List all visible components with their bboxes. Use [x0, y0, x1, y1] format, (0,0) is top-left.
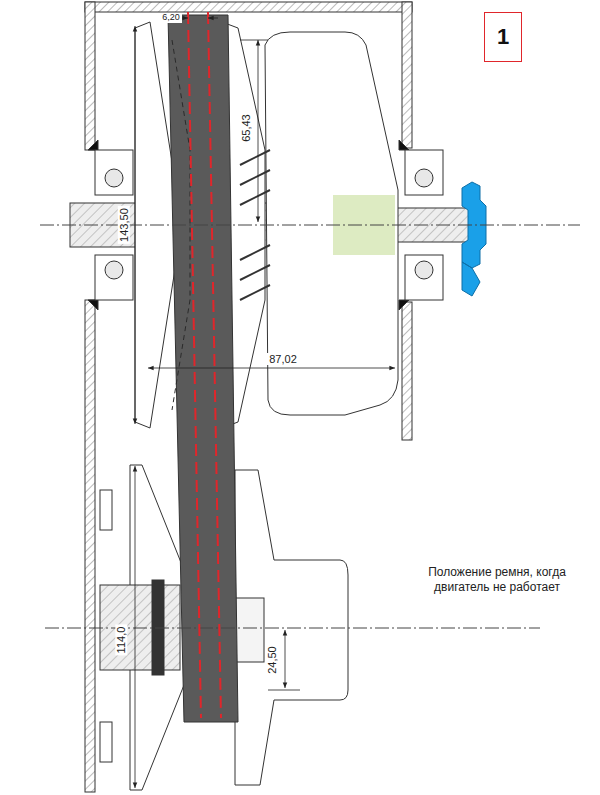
- dimension-value: 87,02: [267, 353, 299, 365]
- drawing-part: [333, 195, 395, 255]
- center-lines: [40, 225, 580, 628]
- drawing-part: [399, 300, 409, 310]
- drawing-part: [415, 261, 433, 279]
- drawing-part: [258, 40, 259, 222]
- dimension-lines: [135, 18, 395, 788]
- drawing-part: [95, 255, 133, 300]
- drawing-part: [85, 2, 95, 150]
- nut: [462, 182, 486, 296]
- note-text: Положение ремня, когда двигатель не рабо…: [417, 565, 577, 595]
- drawing-part: [85, 2, 412, 12]
- drawing-part: [188, 12, 201, 718]
- drawing-part: [100, 490, 112, 530]
- figure-number-box: 1: [484, 12, 522, 62]
- drawing-part: [95, 150, 133, 195]
- drawing-part: [265, 32, 398, 415]
- drawing-part: [405, 255, 443, 300]
- dimension-value: 65,43: [240, 112, 252, 144]
- drawing-part: [208, 18, 218, 19]
- drawing-part: [105, 169, 123, 187]
- drawing-part: [88, 300, 98, 310]
- drawing-part: [415, 169, 433, 187]
- drawing-part: [268, 690, 300, 691]
- drawing-part: [105, 261, 123, 279]
- drawing-part: [85, 300, 95, 792]
- dimension-value: 24,50: [266, 644, 278, 676]
- dimension-value: 6,20: [160, 13, 182, 23]
- figure-number: 1: [497, 25, 509, 49]
- dimension-value: 143,50: [118, 206, 130, 244]
- belt: [168, 15, 238, 722]
- dimension-value: 114,0: [115, 625, 127, 656]
- drawing-part: [402, 302, 412, 440]
- drawing-part: [208, 12, 221, 718]
- drawing-part: [405, 150, 443, 195]
- drawing-part: [135, 466, 136, 788]
- housing: [85, 2, 412, 792]
- drawing-part: [285, 630, 286, 688]
- drawing-part: [135, 26, 136, 424]
- drawing-part: [399, 140, 409, 150]
- drawing-part: [402, 2, 412, 148]
- drawing-part: [88, 140, 98, 150]
- belt-center-lines: [188, 12, 221, 718]
- drawing-part: [240, 40, 268, 41]
- drawing-part: [148, 368, 395, 369]
- drawing-part: [100, 722, 112, 762]
